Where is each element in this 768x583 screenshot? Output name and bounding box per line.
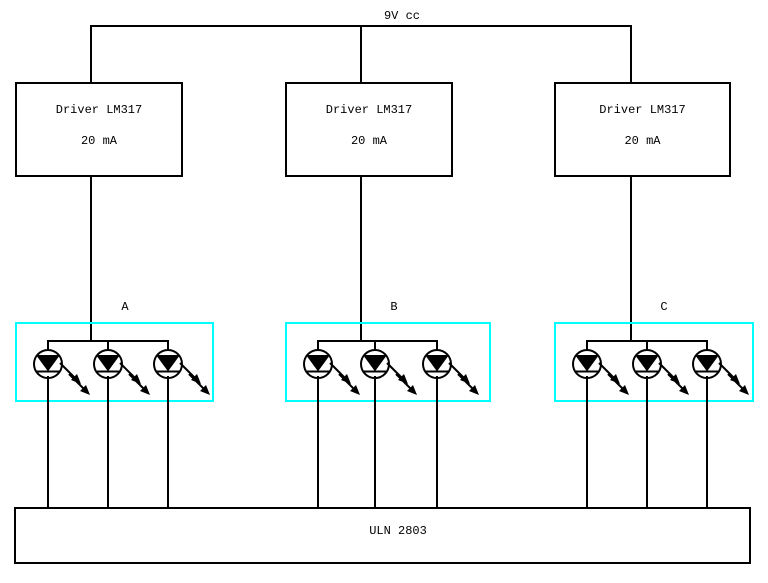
led-symbol [360,349,417,395]
led-symbol [692,349,749,395]
led-emission-arrowhead [341,374,351,384]
led-emission-arrowhead [398,374,408,384]
led-emission-ray [119,362,137,380]
power-rail-label: 9V cc [384,9,420,23]
led-emission-ray [667,373,685,391]
led-emission-ray [395,373,413,391]
driver-c: Driver LM317 20 mA [554,82,731,177]
led-diode-triangle [363,355,387,372]
led-diode-triangle [425,355,449,372]
ic-box-outline [14,507,751,564]
led-emission-arrowhead [407,385,417,395]
led-group-a: A [15,300,214,509]
led-emission-arrowhead [679,385,689,395]
led-emission-arrowhead [350,385,360,395]
led-emission-arrowhead [191,374,201,384]
led-emission-ray [188,373,206,391]
led-group-b: B [285,300,491,509]
led-group-highlight-box[interactable] [285,322,491,402]
led-emission-ray [658,362,676,380]
led-group-label: A [121,300,129,314]
led-emission-ray [727,373,745,391]
led-diode-triangle [96,355,120,372]
led-groups-layer: A B C [15,300,754,509]
driver-label-part: Driver LM317 [56,103,142,117]
led-symbol [422,349,479,395]
led-symbol [153,349,210,395]
driver-current-label: 20 mA [81,134,118,148]
driver-b: Driver LM317 20 mA [285,82,453,177]
led-emission-arrowhead [739,385,749,395]
led-symbol [33,349,90,395]
led-emission-arrowhead [460,374,470,384]
led-emission-arrowhead [469,385,479,395]
driver-current-label: 20 mA [351,134,388,148]
led-group-highlight-box[interactable] [554,322,754,402]
led-group-label: B [390,300,397,314]
led-group-highlight-box[interactable] [15,322,214,402]
ic-label: ULN 2803 [369,524,427,538]
led-symbol [93,349,150,395]
ic-block-group: ULN 2803 [14,507,751,564]
led-symbol [632,349,689,395]
led-emission-ray [59,362,77,380]
led-emission-ray [128,373,146,391]
driver-box-outline [15,82,183,177]
led-symbol [572,349,629,395]
led-emission-arrowhead [71,374,81,384]
led-emission-ray [68,373,86,391]
led-emission-ray [338,373,356,391]
led-emission-ray [448,362,466,380]
driver-box-outline [285,82,453,177]
power-rail-group: 9V cc [90,9,632,84]
led-emission-ray [598,362,616,380]
led-emission-ray [607,373,625,391]
led-emission-arrowhead [730,374,740,384]
led-diode-triangle [36,355,60,372]
led-group-c: C [554,300,754,509]
driver-current-label: 20 mA [624,134,661,148]
led-emission-arrowhead [670,374,680,384]
led-diode-triangle [635,355,659,372]
led-emission-arrowhead [140,385,150,395]
led-diode-triangle [306,355,330,372]
driver-label-part: Driver LM317 [326,103,412,117]
driver-a: Driver LM317 20 mA [15,82,183,177]
led-emission-ray [386,362,404,380]
led-emission-arrowhead [610,374,620,384]
led-emission-ray [179,362,197,380]
driver-box-outline [554,82,731,177]
led-diode-triangle [575,355,599,372]
led-emission-arrowhead [619,385,629,395]
led-emission-arrowhead [200,385,210,395]
led-emission-ray [718,362,736,380]
led-emission-ray [329,362,347,380]
led-emission-arrowhead [131,374,141,384]
led-diode-triangle [695,355,719,372]
led-emission-ray [457,373,475,391]
led-group-label: C [660,300,667,314]
driver-label-part: Driver LM317 [599,103,685,117]
led-symbol [303,349,360,395]
led-diode-triangle [156,355,180,372]
led-emission-arrowhead [80,385,90,395]
